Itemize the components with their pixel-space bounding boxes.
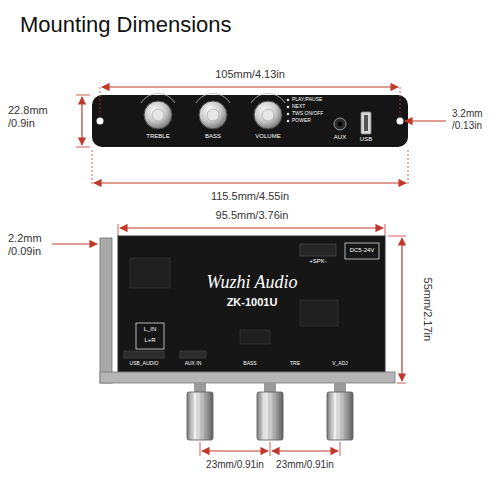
dimension-label: 3.2mm /0.13in [452,108,494,131]
board-label: DC5-24V [350,247,375,254]
pin-label: BASS [243,361,256,367]
pin-label: L+R [144,337,155,344]
indicator-label: POWER [292,118,311,124]
dimension-label: 23mm/0.91in [276,459,334,471]
dimension-2-2 [52,244,97,245]
dimension-115-5 [92,150,408,186]
dimension-label: 115.5mm/4.55in [211,190,289,203]
port-label: USB [360,136,372,143]
chip [130,258,170,288]
status-led [287,99,290,123]
knob-label: BASS [205,133,221,140]
dimension-label: 95.5mm/3.76in [216,209,289,222]
dimension-label: 23mm/0.91in [206,459,264,471]
input-jumper [136,323,164,349]
connector [180,351,206,358]
connector [124,351,164,358]
mount-hole [397,118,404,125]
pin-label: AUX IN [185,361,202,367]
indicator-label: TWS ON/OFF [292,111,323,117]
chip [240,330,270,344]
indicator-label: PLAY/PAUSE [292,97,322,103]
knob-side [327,383,353,440]
knob-label: VOLUME [255,133,280,140]
knob [196,94,230,129]
mount-hole [97,118,104,125]
board-label: +SPK- [309,258,327,265]
front-panel [92,94,408,147]
port-label: AUX [334,134,346,141]
pin-label: V_ADJ [332,361,348,367]
dimension-label: 2.2mm /0.09in [8,232,50,257]
usb-port [361,112,371,134]
dimension-23 [200,442,340,456]
knob-label: TREBLE [146,133,169,140]
panel-edge [100,238,112,383]
dimension-22-8 [76,95,90,147]
knob [141,94,175,129]
dimension-label: 55mm/2.17in [422,277,435,341]
dimension-3-2 [405,121,446,122]
speaker-header [300,244,336,256]
circuit-board [100,236,395,383]
model-number: ZK-1001U [227,296,278,309]
pin-label: TRE [290,361,300,367]
knob-side [257,383,283,440]
dimension-label: 22.8mm /0.9in [8,104,52,129]
power-terminal [345,243,379,259]
indicator-label: NEXT [292,104,305,110]
panel-edge [100,372,395,383]
brand-name: Wuzhi Audio [206,272,297,293]
dimension-95-5 [118,224,385,236]
page-title: Mounting Dimensions [20,12,232,37]
aux-jack [334,118,346,130]
pcb [118,236,385,372]
dimension-55 [388,236,406,383]
dimension-105 [100,87,400,116]
knob [251,94,285,129]
chip [300,300,338,326]
pin-label: L_IN [144,326,157,333]
pin-label: USB_AUDIO [130,361,159,367]
panel-plate [92,95,408,147]
knob-side [187,383,213,440]
dimension-label: 105mm/4.13in [215,68,285,81]
